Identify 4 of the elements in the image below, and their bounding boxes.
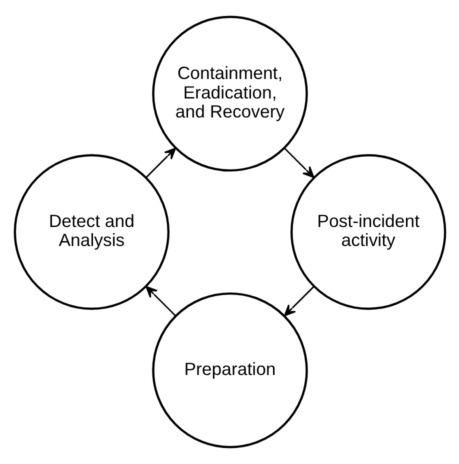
arrow	[284, 148, 314, 178]
arrow	[145, 286, 176, 316]
arrow	[145, 148, 176, 178]
arrow	[284, 286, 314, 316]
